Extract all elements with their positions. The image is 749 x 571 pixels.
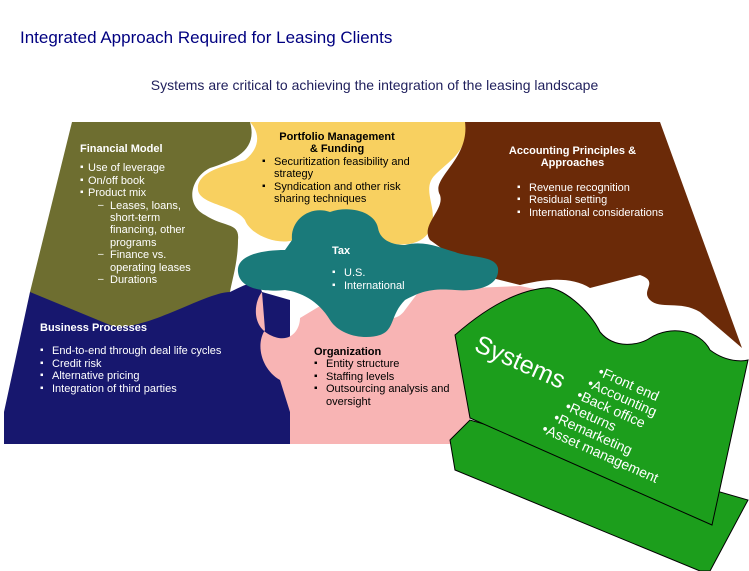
accounting-heading: Accounting Principles & Approaches	[500, 145, 645, 170]
business-block: Business Processes End-to-end through de…	[40, 322, 280, 395]
accounting-heading-line1: Accounting Principles &	[508, 145, 637, 157]
list-item: U.S.	[332, 267, 452, 280]
list-item: Alternative pricing	[40, 370, 280, 383]
tax-block: Tax U.S. International	[332, 245, 452, 293]
business-heading: Business Processes	[40, 322, 148, 334]
list-item: Integration of third parties	[40, 383, 280, 396]
piece-accounting	[427, 122, 742, 348]
list-item: Outsourcing analysis and oversight	[314, 383, 466, 408]
tax-heading: Tax	[332, 245, 351, 257]
tax-list: U.S. International	[332, 267, 452, 292]
piece-systems-side	[449, 419, 749, 571]
page-subtitle: Systems are critical to achieving the in…	[150, 77, 599, 93]
slab-front-right	[290, 412, 470, 444]
list-item: Securitization feasibility and strategy	[262, 156, 429, 181]
list-item: Staffing levels	[314, 371, 474, 384]
list-item: Product mix	[80, 187, 230, 200]
list-item: Revenue recognition	[517, 182, 700, 195]
page-title: Integrated Approach Required for Leasing…	[20, 28, 393, 47]
list-item: Residual setting	[517, 194, 700, 207]
accounting-block: Accounting Principles & Approaches Reven…	[500, 145, 700, 219]
list-item: Credit risk	[40, 358, 280, 371]
financial-model-heading: Financial Model	[80, 143, 163, 155]
financial-model-list: Use of leverage On/off book Product mix …	[80, 162, 230, 286]
list-item: Syndication and other risk sharing techn…	[262, 181, 424, 206]
portfolio-heading: Portfolio Management & Funding	[262, 131, 412, 156]
portfolio-block: Portfolio Management & Funding Securitiz…	[262, 131, 442, 205]
portfolio-list: Securitization feasibility and strategy …	[262, 156, 442, 206]
list-item: International	[332, 280, 452, 293]
list-item: On/off book	[80, 175, 230, 188]
list-subitem: Leases, loans, short-term financing, oth…	[80, 200, 200, 250]
financial-model-block: Financial Model Use of leverage On/off b…	[80, 143, 230, 287]
piece-systems	[454, 287, 749, 526]
organization-list: Entity structure Staffing levels Outsour…	[314, 358, 474, 408]
list-subitem: Finance vs. operating leases	[80, 249, 205, 274]
slab-front-left	[4, 412, 290, 444]
portfolio-heading-line2: & Funding	[309, 143, 365, 156]
list-item: Use of leverage	[80, 162, 230, 175]
organization-heading: Organization	[314, 346, 382, 358]
portfolio-heading-line1: Portfolio Management	[279, 131, 395, 143]
list-item: International considerations	[517, 207, 700, 220]
list-item: End-to-end through deal life cycles	[40, 345, 280, 358]
list-subitem: Durations	[80, 274, 230, 287]
organization-block: Organization Entity structure Staffing l…	[314, 346, 474, 408]
accounting-list: Revenue recognition Residual setting Int…	[500, 182, 700, 220]
business-list: End-to-end through deal life cycles Cred…	[40, 345, 280, 395]
list-item: Entity structure	[314, 358, 474, 371]
accounting-heading-line2: Approaches	[540, 157, 605, 170]
